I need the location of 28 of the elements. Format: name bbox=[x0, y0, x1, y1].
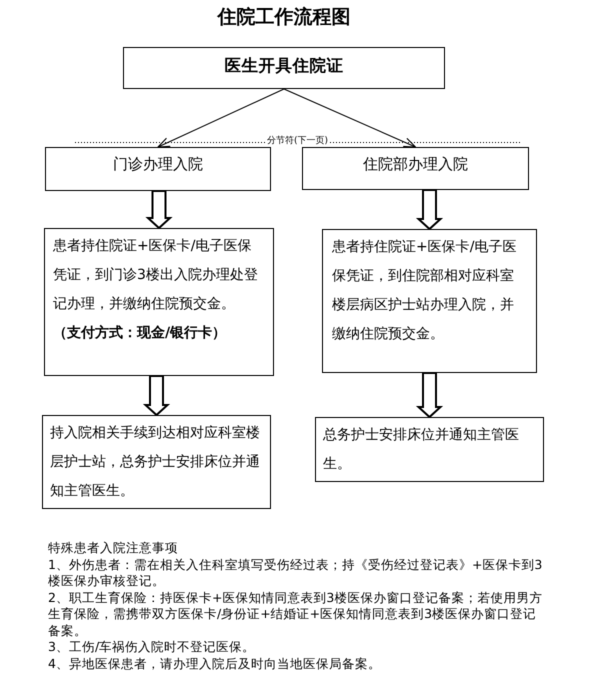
note-item: 2、职工生育保险：持医保卡+医保知情同意表到3楼医保办窗口登记备案；若使用男方生育保险，需携带双方医保卡/身份证+结婚证+医保知情同意表到3楼医保办窗口登记备案。 bbox=[48, 590, 544, 639]
process-box bbox=[45, 147, 271, 191]
process-box bbox=[315, 417, 544, 482]
note-item: 1、外伤患者：需在相关入住科室填写受伤经过表；持《受伤经过登记表》+医保卡到3楼医保办审核登记。 bbox=[48, 556, 544, 590]
note-item: 3、工伤/车祸伤入院时不登记医保。 bbox=[48, 639, 256, 656]
step-text: 总务护士安排床位并通知主管医生。 bbox=[323, 426, 520, 474]
notes-heading: 特殊患者入院注意事项 bbox=[48, 540, 179, 556]
block-arrow bbox=[145, 190, 173, 230]
arrow bbox=[284, 88, 416, 148]
note-item: 4、异地医保患者，请办理入院后及时向当地医保局备案。 bbox=[48, 656, 382, 672]
step-text: 医生开具住院证 bbox=[224, 55, 344, 77]
step-text: 持入院相关手续到达相对应科室楼层护士站，总务护士安排床位并通知主管医生。 bbox=[50, 424, 261, 501]
block-arrow bbox=[142, 375, 170, 416]
step-text: 门诊办理入院 bbox=[113, 154, 203, 174]
block-arrow bbox=[416, 372, 444, 418]
step-text: 住院部办理入院 bbox=[363, 154, 468, 174]
process-box bbox=[123, 47, 445, 89]
arrow bbox=[157, 88, 284, 148]
process-box bbox=[322, 229, 537, 373]
section-break-label: 分节符(下一页) bbox=[266, 135, 330, 147]
process-box bbox=[44, 228, 274, 376]
block-arrow bbox=[416, 189, 444, 230]
process-box bbox=[302, 147, 529, 190]
payment-note: （支付方式：现金/银行卡） bbox=[53, 324, 228, 343]
step-text: 患者持住院证+医保卡/电子医保凭证，到门诊3楼出入院办理处登记办理，并缴纳住院预交金。 bbox=[53, 237, 259, 314]
process-box bbox=[42, 415, 271, 509]
diagram-title: 住院工作流程图 bbox=[218, 5, 350, 29]
step-text: 患者持住院证+医保卡/电子医保凭证，到住院部相对应科室楼层病区护士站办理入院，并缴纳住院预交金。 bbox=[332, 238, 518, 344]
